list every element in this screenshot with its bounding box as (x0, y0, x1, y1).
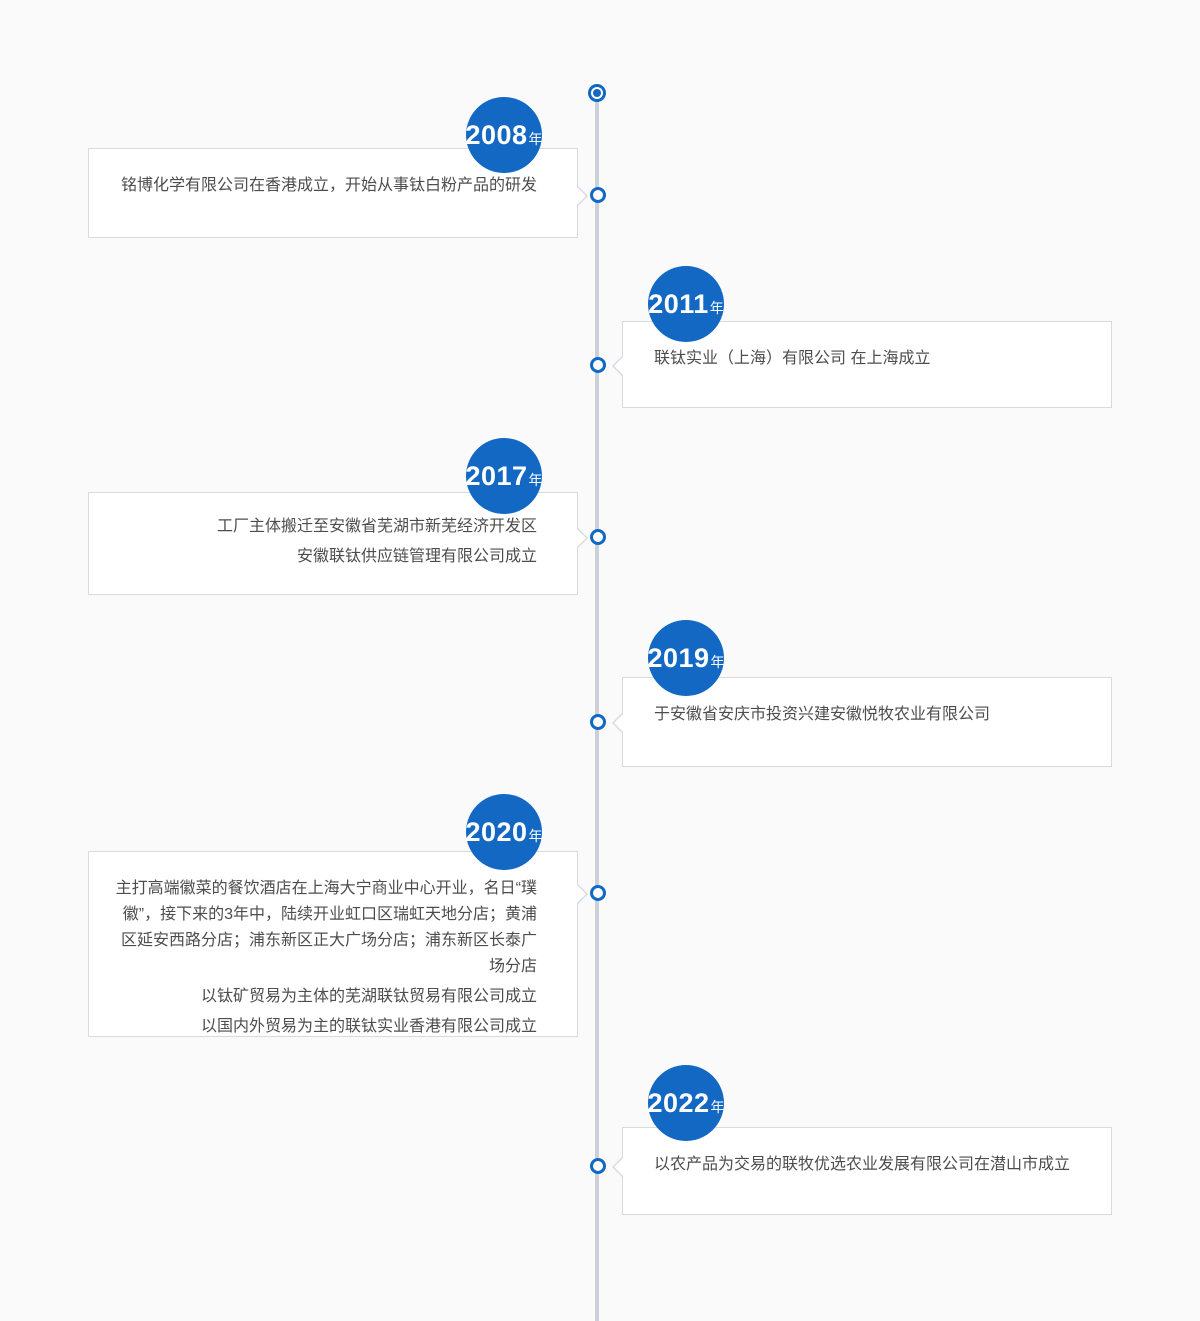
year-label: 2022 (647, 1087, 710, 1118)
event-text: 安徽联钛供应链管理有限公司成立 (296, 548, 537, 565)
event-text: 工厂主体搬迁至安徽省芜湖市新芜经济开发区 (216, 518, 537, 535)
timeline-node-icon (590, 357, 606, 373)
event-card: 于安徽省安庆市投资兴建安徽悦牧农业有限公司 (612, 677, 1112, 767)
event-text: 主打高端徽菜的餐饮酒店在上海大宁商业中心开业，名日“璞徽”，接下来的3年中，陆续… (115, 880, 537, 975)
event-card: 以农产品为交易的联牧优选农业发展有限公司在潜山市成立 (612, 1127, 1112, 1215)
year-suffix: 年 (528, 472, 543, 488)
year-suffix: 年 (528, 131, 543, 147)
year-suffix: 年 (710, 654, 725, 670)
year-label: 2017 (465, 460, 528, 491)
year-label: 2020 (465, 816, 528, 847)
event-text: 以钛矿贸易为主体的芜湖联钛贸易有限公司成立 (200, 988, 537, 1005)
timeline-node-icon (590, 714, 606, 730)
year-suffix: 年 (528, 828, 543, 844)
timeline-node-icon (590, 1158, 606, 1174)
year-label: 2019 (647, 642, 710, 673)
year-suffix: 年 (710, 1099, 725, 1115)
event-card: 主打高端徽菜的餐饮酒店在上海大宁商业中心开业，名日“璞徽”，接下来的3年中，陆续… (88, 851, 588, 1037)
timeline-node-icon (590, 187, 606, 203)
event-text: 以国内外贸易为主的联钛实业香港有限公司成立 (200, 1018, 537, 1035)
event-text: 联钛实业（上海）有限公司 在上海成立 (654, 350, 931, 367)
year-label: 2011 (648, 288, 709, 319)
year-label: 2008 (465, 119, 528, 150)
timeline-start-dot-icon (588, 84, 606, 102)
year-suffix: 年 (709, 300, 724, 316)
event-text: 铭博化学有限公司在香港成立，开始从事钛白粉产品的研发 (120, 177, 537, 194)
event-text: 以农产品为交易的联牧优选农业发展有限公司在潜山市成立 (654, 1156, 1071, 1173)
timeline-line (595, 93, 599, 1321)
event-text: 于安徽省安庆市投资兴建安徽悦牧农业有限公司 (654, 706, 991, 723)
timeline-node-icon (590, 529, 606, 545)
timeline-node-icon (590, 885, 606, 901)
